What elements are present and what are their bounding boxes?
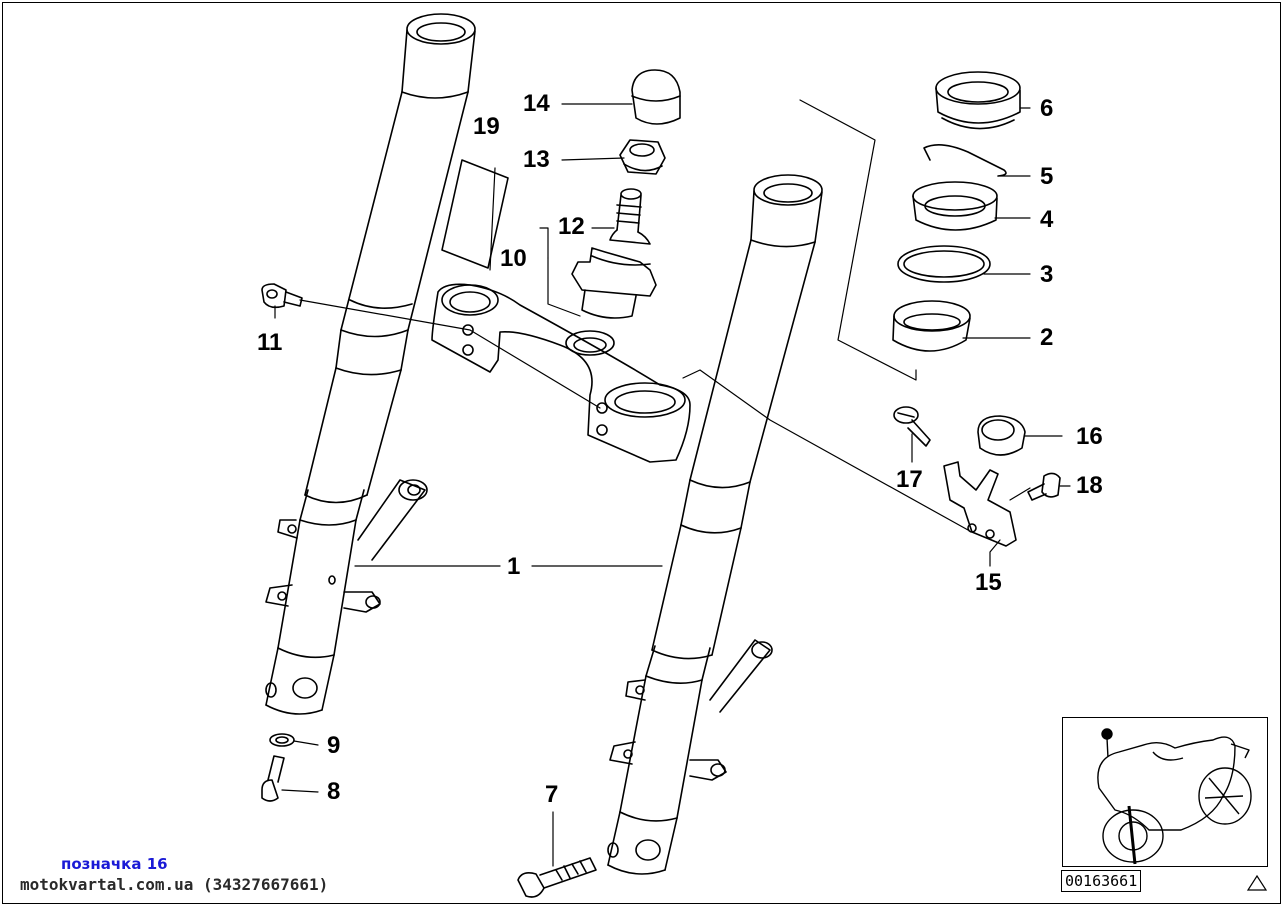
collar-nut — [619, 139, 666, 175]
callout-19: 19 — [473, 113, 500, 140]
bearing-stack — [892, 71, 1021, 352]
bracket-15 — [943, 461, 1017, 547]
callout-12: 12 — [558, 213, 585, 240]
bolt-7 — [517, 857, 597, 898]
screw-11 — [261, 283, 303, 309]
motorcycle-thumbnail-icon — [1062, 717, 1268, 867]
callout-6: 6 — [1040, 95, 1054, 122]
fork-bridge — [431, 283, 691, 463]
callout-1: 1 — [507, 553, 521, 580]
ball-joint — [571, 188, 657, 319]
callout-7: 7 — [545, 781, 559, 808]
protective-cap — [631, 69, 681, 125]
callout-8: 8 — [327, 778, 341, 805]
left-fork-slider — [265, 479, 428, 715]
callout-2: 2 — [1040, 324, 1054, 351]
callout-15: 15 — [975, 569, 1002, 596]
washer-9 — [269, 733, 295, 747]
screw-17 — [893, 406, 931, 447]
right-fork-slider — [607, 639, 773, 875]
sticker-19 — [441, 159, 509, 269]
right-fork-tube — [651, 174, 823, 656]
screw-18 — [1027, 472, 1061, 501]
callout-16: 16 — [1076, 423, 1103, 450]
watermark-text: motokvartal.com.ua (34327667661) — [20, 875, 329, 894]
screw-8 — [261, 755, 285, 802]
callout-3: 3 — [1040, 261, 1054, 288]
warning-triangle-icon — [1246, 874, 1268, 891]
callout-11: 11 — [257, 329, 283, 356]
callout-14: 14 — [523, 90, 550, 117]
callout-13: 13 — [523, 146, 550, 173]
left-fork-tube — [304, 13, 476, 496]
callout-10: 10 — [500, 245, 527, 272]
callout-18: 18 — [1076, 472, 1103, 499]
callout-4: 4 — [1040, 206, 1054, 233]
callout-9: 9 — [327, 732, 341, 759]
callout-5: 5 — [1040, 163, 1054, 190]
reference-number: 00163661 — [1061, 870, 1142, 892]
callout-17: 17 — [896, 466, 923, 493]
overlay-label: позначка 16 — [61, 855, 168, 873]
bush-16 — [977, 415, 1026, 456]
leader-lines — [274, 99, 1071, 867]
